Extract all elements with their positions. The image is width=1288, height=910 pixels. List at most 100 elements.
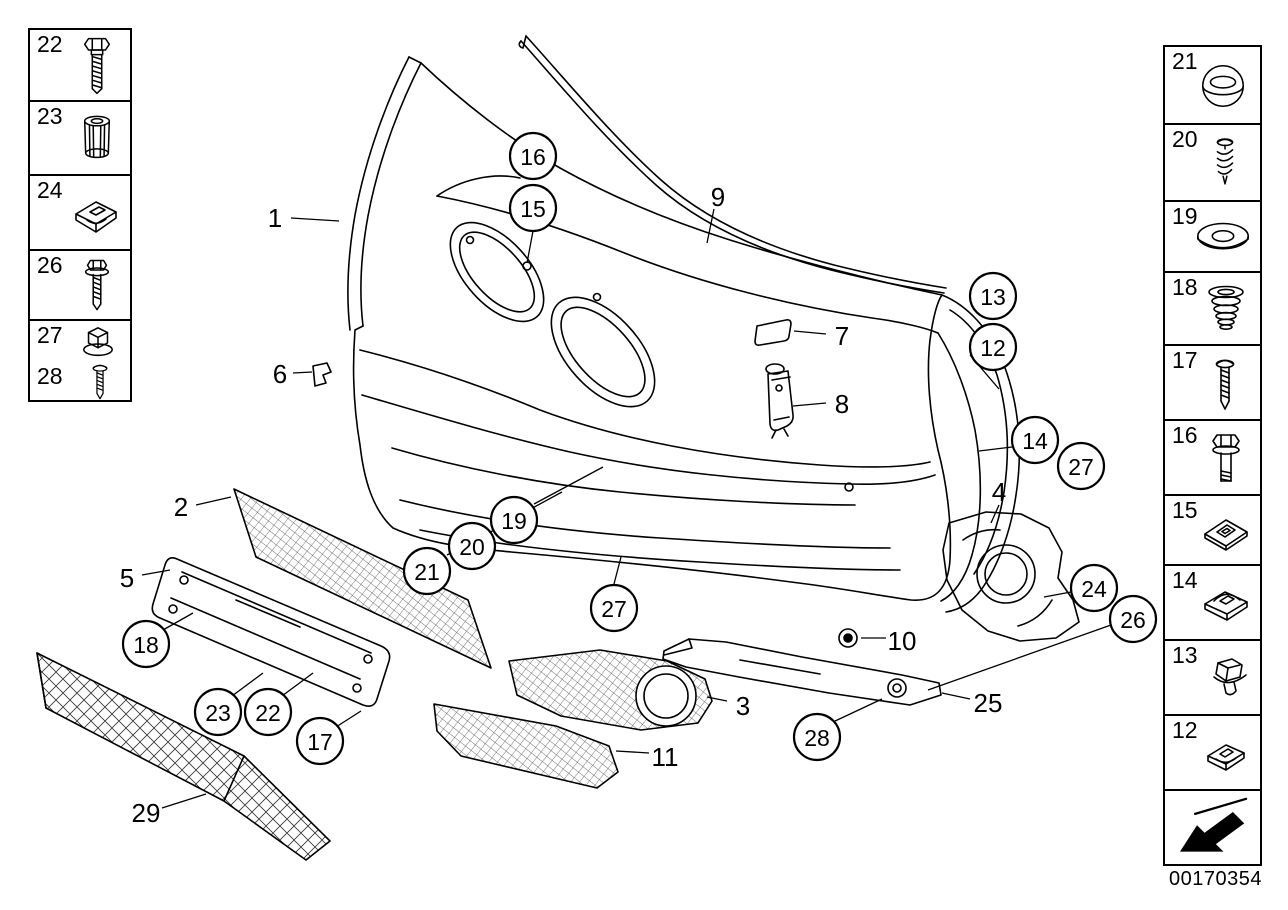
callout-20[interactable]: 20: [447, 521, 497, 571]
callout-label: 21: [414, 559, 440, 585]
part-number-17: 17: [1172, 347, 1198, 373]
callout-26[interactable]: 26: [1108, 594, 1158, 644]
callout-21[interactable]: 21: [402, 546, 452, 596]
side-bracket-part: [942, 511, 1080, 642]
hex-bolt-icon: [1212, 434, 1240, 482]
part-number-22: 22: [37, 31, 63, 57]
callout-label: 19: [501, 508, 527, 534]
callout-label: 17: [307, 729, 333, 755]
lower-support-part: [36, 652, 331, 861]
spring-screw-icon: [1216, 138, 1234, 185]
tapping-screw-icon: [92, 364, 108, 400]
callout-18[interactable]: 18: [121, 619, 171, 669]
part-box-16[interactable]: 16: [1163, 419, 1262, 496]
clip-part: [312, 362, 332, 387]
callout-22[interactable]: 22: [243, 687, 293, 737]
expanding-grommet-icon: [1208, 285, 1244, 330]
part-number-24: 24: [37, 177, 63, 203]
part-number-15: 15: [1172, 497, 1198, 523]
direction-arrow-box[interactable]: [1163, 789, 1262, 866]
callout-label: 27: [1068, 454, 1094, 480]
support-bar-part: [662, 638, 942, 706]
callout-27-a[interactable]: 27: [1056, 441, 1106, 491]
callout-27-b[interactable]: 27: [589, 583, 639, 633]
part-box-26[interactable]: 26: [28, 249, 132, 321]
part-label-9[interactable]: 9: [711, 182, 725, 212]
callout-13[interactable]: 13: [968, 271, 1018, 321]
callout-19[interactable]: 19: [489, 495, 539, 545]
part-label-3[interactable]: 3: [736, 691, 750, 721]
part-number-12: 12: [1172, 717, 1198, 743]
trim-strip-part: [518, 35, 947, 294]
part-label-1[interactable]: 1: [268, 203, 282, 233]
callout-label: 14: [1022, 428, 1048, 454]
part-box-13[interactable]: 13: [1163, 639, 1262, 716]
license-plate-base-part: [151, 557, 391, 707]
plain-labels: 1 9 7 8 4 2 5 6 29 11 3 10 25: [120, 182, 1006, 828]
part-label-11[interactable]: 11: [652, 742, 679, 772]
part-label-7[interactable]: 7: [835, 321, 849, 351]
callout-17[interactable]: 17: [295, 716, 345, 766]
part-box-12[interactable]: 12: [1163, 714, 1262, 791]
part-label-4[interactable]: 4: [992, 477, 1006, 507]
part-number-13: 13: [1172, 642, 1198, 668]
part-box-19[interactable]: 19: [1163, 200, 1262, 273]
hex-flange-screw-icon: [1213, 658, 1247, 696]
part-number-19: 19: [1172, 203, 1198, 229]
part-box-23[interactable]: 23: [28, 100, 132, 176]
blind-plug-icon: [1201, 64, 1245, 108]
direction-arrow-icon: [1180, 797, 1248, 852]
callout-label: 27: [601, 596, 627, 622]
part-box-27-28[interactable]: 27 28: [28, 319, 132, 402]
part-number-26: 26: [37, 252, 63, 278]
callout-label: 20: [459, 534, 485, 560]
part-label-2[interactable]: 2: [174, 492, 188, 522]
part-label-5[interactable]: 5: [120, 563, 134, 593]
callout-16[interactable]: 16: [508, 131, 558, 181]
callout-label: 12: [980, 335, 1006, 361]
callout-28[interactable]: 28: [792, 712, 842, 762]
part-label-29[interactable]: 29: [132, 798, 161, 828]
diagram-number: 00170354: [1169, 868, 1262, 890]
bumper-cover-part: [347, 56, 1021, 613]
part-box-18[interactable]: 18: [1163, 271, 1262, 346]
center-grille-part: [233, 488, 492, 669]
grommet-part: [838, 628, 858, 648]
callout-12[interactable]: 12: [968, 322, 1018, 372]
callout-label: 16: [520, 144, 546, 170]
part-label-8[interactable]: 8: [835, 389, 849, 419]
part-number-20: 20: [1172, 126, 1198, 152]
part-label-25[interactable]: 25: [974, 688, 1003, 718]
part-box-21[interactable]: 21: [1163, 45, 1262, 125]
callout-label: 23: [205, 700, 231, 726]
callout-14[interactable]: 14: [1010, 415, 1060, 465]
callout-label: 15: [520, 196, 546, 222]
side-grille-part: [508, 649, 713, 731]
part-number-21: 21: [1172, 48, 1198, 74]
part-box-22[interactable]: 22: [28, 28, 132, 102]
cover-cap-part: [754, 319, 792, 346]
part-box-15[interactable]: 15: [1163, 494, 1262, 566]
flange-nut-icon: [83, 327, 113, 357]
part-box-14[interactable]: 14: [1163, 564, 1262, 641]
part-label-10[interactable]: 10: [888, 626, 917, 656]
part-box-17[interactable]: 17: [1163, 344, 1262, 421]
washer-jet-part: [765, 363, 794, 439]
callout-23[interactable]: 23: [193, 687, 243, 737]
pan-head-screw-icon: [1215, 359, 1235, 410]
part-box-20[interactable]: 20: [1163, 123, 1262, 202]
callout-label: 28: [804, 725, 830, 751]
part-box-24[interactable]: 24: [28, 174, 132, 251]
callout-24[interactable]: 24: [1069, 563, 1119, 613]
hex-head-screw-icon: [83, 37, 111, 95]
lower-grille-left-part: [433, 703, 619, 789]
part-number-23: 23: [37, 103, 63, 129]
sheet-metal-clip-icon: [75, 201, 117, 233]
callout-label: 26: [1120, 607, 1146, 633]
callout-15[interactable]: 15: [508, 183, 558, 233]
part-label-6[interactable]: 6: [273, 359, 287, 389]
spring-clip-nut-icon: [1204, 591, 1248, 621]
c-clip-icon: [1207, 744, 1245, 771]
callout-label: 22: [255, 700, 281, 726]
